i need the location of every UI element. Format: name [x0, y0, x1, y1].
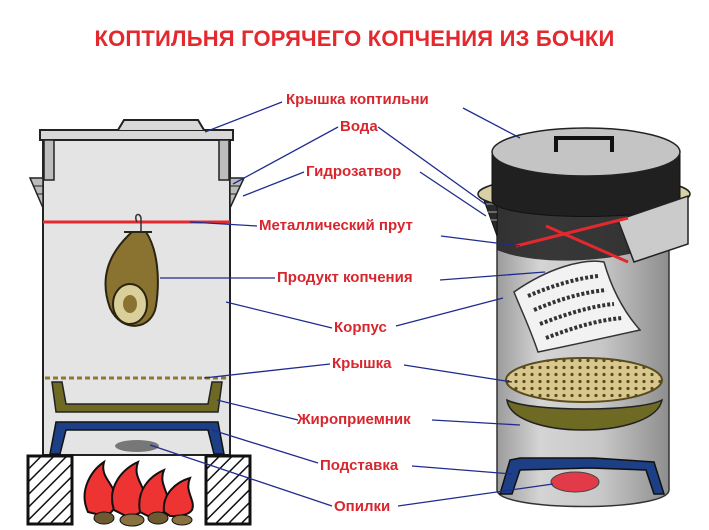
right-sawdust [550, 471, 600, 493]
left-stand [49, 421, 225, 455]
label-body: Корпус [334, 319, 387, 336]
label-cover: Крышка [332, 355, 392, 372]
label-fat-tray: Жироприемник [297, 411, 411, 428]
label-product: Продукт копчения [277, 269, 413, 286]
left-brick [26, 454, 74, 526]
right-rod-a [515, 216, 629, 248]
left-fat-tray [51, 381, 223, 413]
right-stand [498, 457, 666, 495]
diagram-title: КОПТИЛЬНЯ ГОРЯЧЕГО КОПЧЕНИЯ ИЗ БОЧКИ [94, 26, 615, 51]
right-rod-b [545, 224, 629, 264]
left-ham [104, 213, 159, 327]
fire [83, 459, 194, 527]
label-lid: Крышка коптильни [286, 91, 429, 108]
left-water-seal [28, 177, 246, 209]
left-lid [39, 119, 234, 181]
right-cover [505, 357, 663, 403]
label-water-seal: Гидрозатвор [306, 163, 402, 180]
left-cross-section [26, 119, 252, 527]
right-barrel [477, 127, 691, 508]
right-product [513, 260, 642, 353]
right-lid [491, 127, 681, 217]
label-sawdust: Опилки [334, 498, 391, 515]
leader-lines [149, 101, 554, 507]
label-water: Вода [340, 118, 378, 135]
label-metal-rod: Металлический прут [259, 217, 413, 234]
left-sawdust [115, 440, 159, 452]
right-fat-tray [506, 398, 664, 431]
label-stand: Подставка [320, 457, 399, 474]
right-brick [204, 454, 252, 526]
